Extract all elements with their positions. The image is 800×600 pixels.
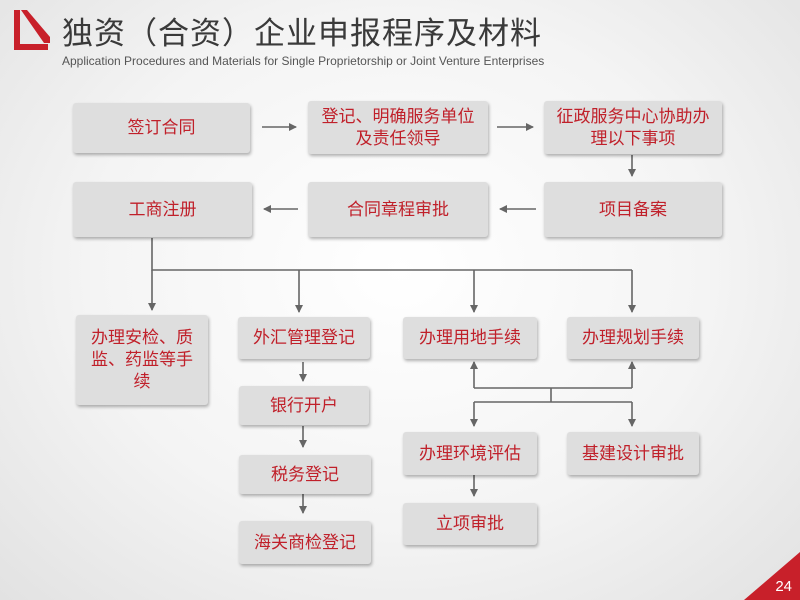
page-number: 24 [775, 578, 792, 595]
step-forex-registration: 外汇管理登记 [238, 317, 370, 359]
step-government-center: 征政服务中心协助办理以下事项 [544, 101, 722, 154]
page-subtitle: Application Procedures and Materials for… [62, 54, 545, 68]
step-land-use: 办理用地手续 [403, 317, 537, 359]
step-environment-assessment: 办理环境评估 [403, 432, 537, 475]
step-register-service: 登记、明确服务单位及责任领导 [308, 101, 488, 154]
step-planning: 办理规划手续 [567, 317, 699, 359]
page-number-badge [744, 552, 800, 600]
step-business-registration: 工商注册 [73, 182, 252, 237]
step-sign-contract: 签订合同 [73, 103, 250, 153]
corner-arrow-logo [14, 10, 50, 50]
step-tax-registration: 税务登记 [239, 455, 371, 494]
branch-line [151, 238, 632, 271]
step-project-approval: 立项审批 [403, 503, 537, 545]
step-bank-account: 银行开户 [239, 386, 369, 425]
step-contract-approval: 合同章程审批 [308, 182, 488, 237]
step-safety-quality: 办理安检、质监、药监等手续 [76, 315, 208, 405]
step-customs-inspection: 海关商检登记 [239, 521, 371, 564]
step-project-filing: 项目备案 [544, 182, 722, 237]
step-design-review: 基建设计审批 [567, 432, 699, 475]
page-title: 独资（合资）企业申报程序及材料 [62, 16, 542, 52]
